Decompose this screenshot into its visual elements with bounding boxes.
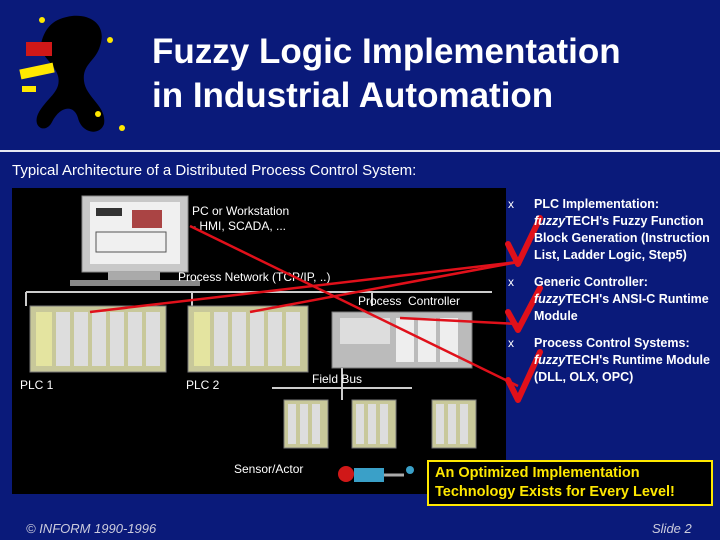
slide-number: Slide 2 bbox=[652, 521, 692, 536]
title-divider bbox=[0, 150, 720, 152]
bullet-generic-controller: x Generic Controller: fuzzyTECH's ANSI-C… bbox=[508, 274, 718, 325]
plc2-label: PLC 2 bbox=[186, 378, 219, 392]
sensor-actor-illustration bbox=[338, 466, 414, 482]
callout-line-1: An Optimized Implementation bbox=[435, 464, 711, 483]
title-line-2: in Industrial Automation bbox=[152, 74, 712, 118]
bullet-head: Process Control Systems: bbox=[534, 336, 690, 350]
bullet-process-control-systems: x Process Control Systems: fuzzyTECH's R… bbox=[508, 335, 718, 386]
network-label: Process Network (TCP/IP, ..) bbox=[178, 270, 330, 284]
slide-title: Fuzzy Logic Implementation in Industrial… bbox=[152, 30, 712, 118]
process-controller-illustration bbox=[332, 312, 472, 368]
bullet-head: PLC Implementation: bbox=[534, 197, 659, 211]
plc2-rack-illustration bbox=[188, 306, 308, 372]
bullet-emphasis: fuzzy bbox=[534, 292, 565, 306]
bullet-emphasis: fuzzy bbox=[534, 353, 565, 367]
pc-workstation-label-2: - HMI, SCADA, ... bbox=[192, 219, 286, 233]
bullet-mark-icon: x bbox=[508, 196, 514, 213]
bullet-head: Generic Controller: bbox=[534, 275, 648, 289]
bullet-mark-icon: x bbox=[508, 335, 514, 352]
plc1-rack-illustration bbox=[30, 306, 166, 372]
callout-box: An Optimized Implementation Technology E… bbox=[427, 460, 713, 506]
field-io-modules-illustration bbox=[284, 400, 476, 448]
sensor-actor-label: Sensor/Actor bbox=[234, 462, 303, 476]
bullet-emphasis: fuzzy bbox=[534, 214, 565, 228]
copyright-footer: © INFORM 1990-1996 bbox=[26, 521, 156, 536]
bullet-mark-icon: x bbox=[508, 274, 514, 291]
callout-line-2: Technology Exists for Every Level! bbox=[435, 483, 711, 502]
architecture-diagram: PC or Workstation - HMI, SCADA, ... Proc… bbox=[12, 188, 506, 494]
logo-figure bbox=[12, 6, 132, 141]
bullet-plc-implementation: x PLC Implementation: fuzzyTECH's Fuzzy … bbox=[508, 196, 718, 264]
field-bus-label: Field Bus bbox=[312, 372, 362, 386]
process-controller-label: Process Controller bbox=[358, 294, 460, 308]
pc-workstation-label-1: PC or Workstation bbox=[192, 204, 289, 218]
subtitle: Typical Architecture of a Distributed Pr… bbox=[12, 162, 416, 179]
title-line-1: Fuzzy Logic Implementation bbox=[152, 30, 712, 74]
plc1-label: PLC 1 bbox=[20, 378, 53, 392]
bullet-list: x PLC Implementation: fuzzyTECH's Fuzzy … bbox=[508, 196, 718, 394]
